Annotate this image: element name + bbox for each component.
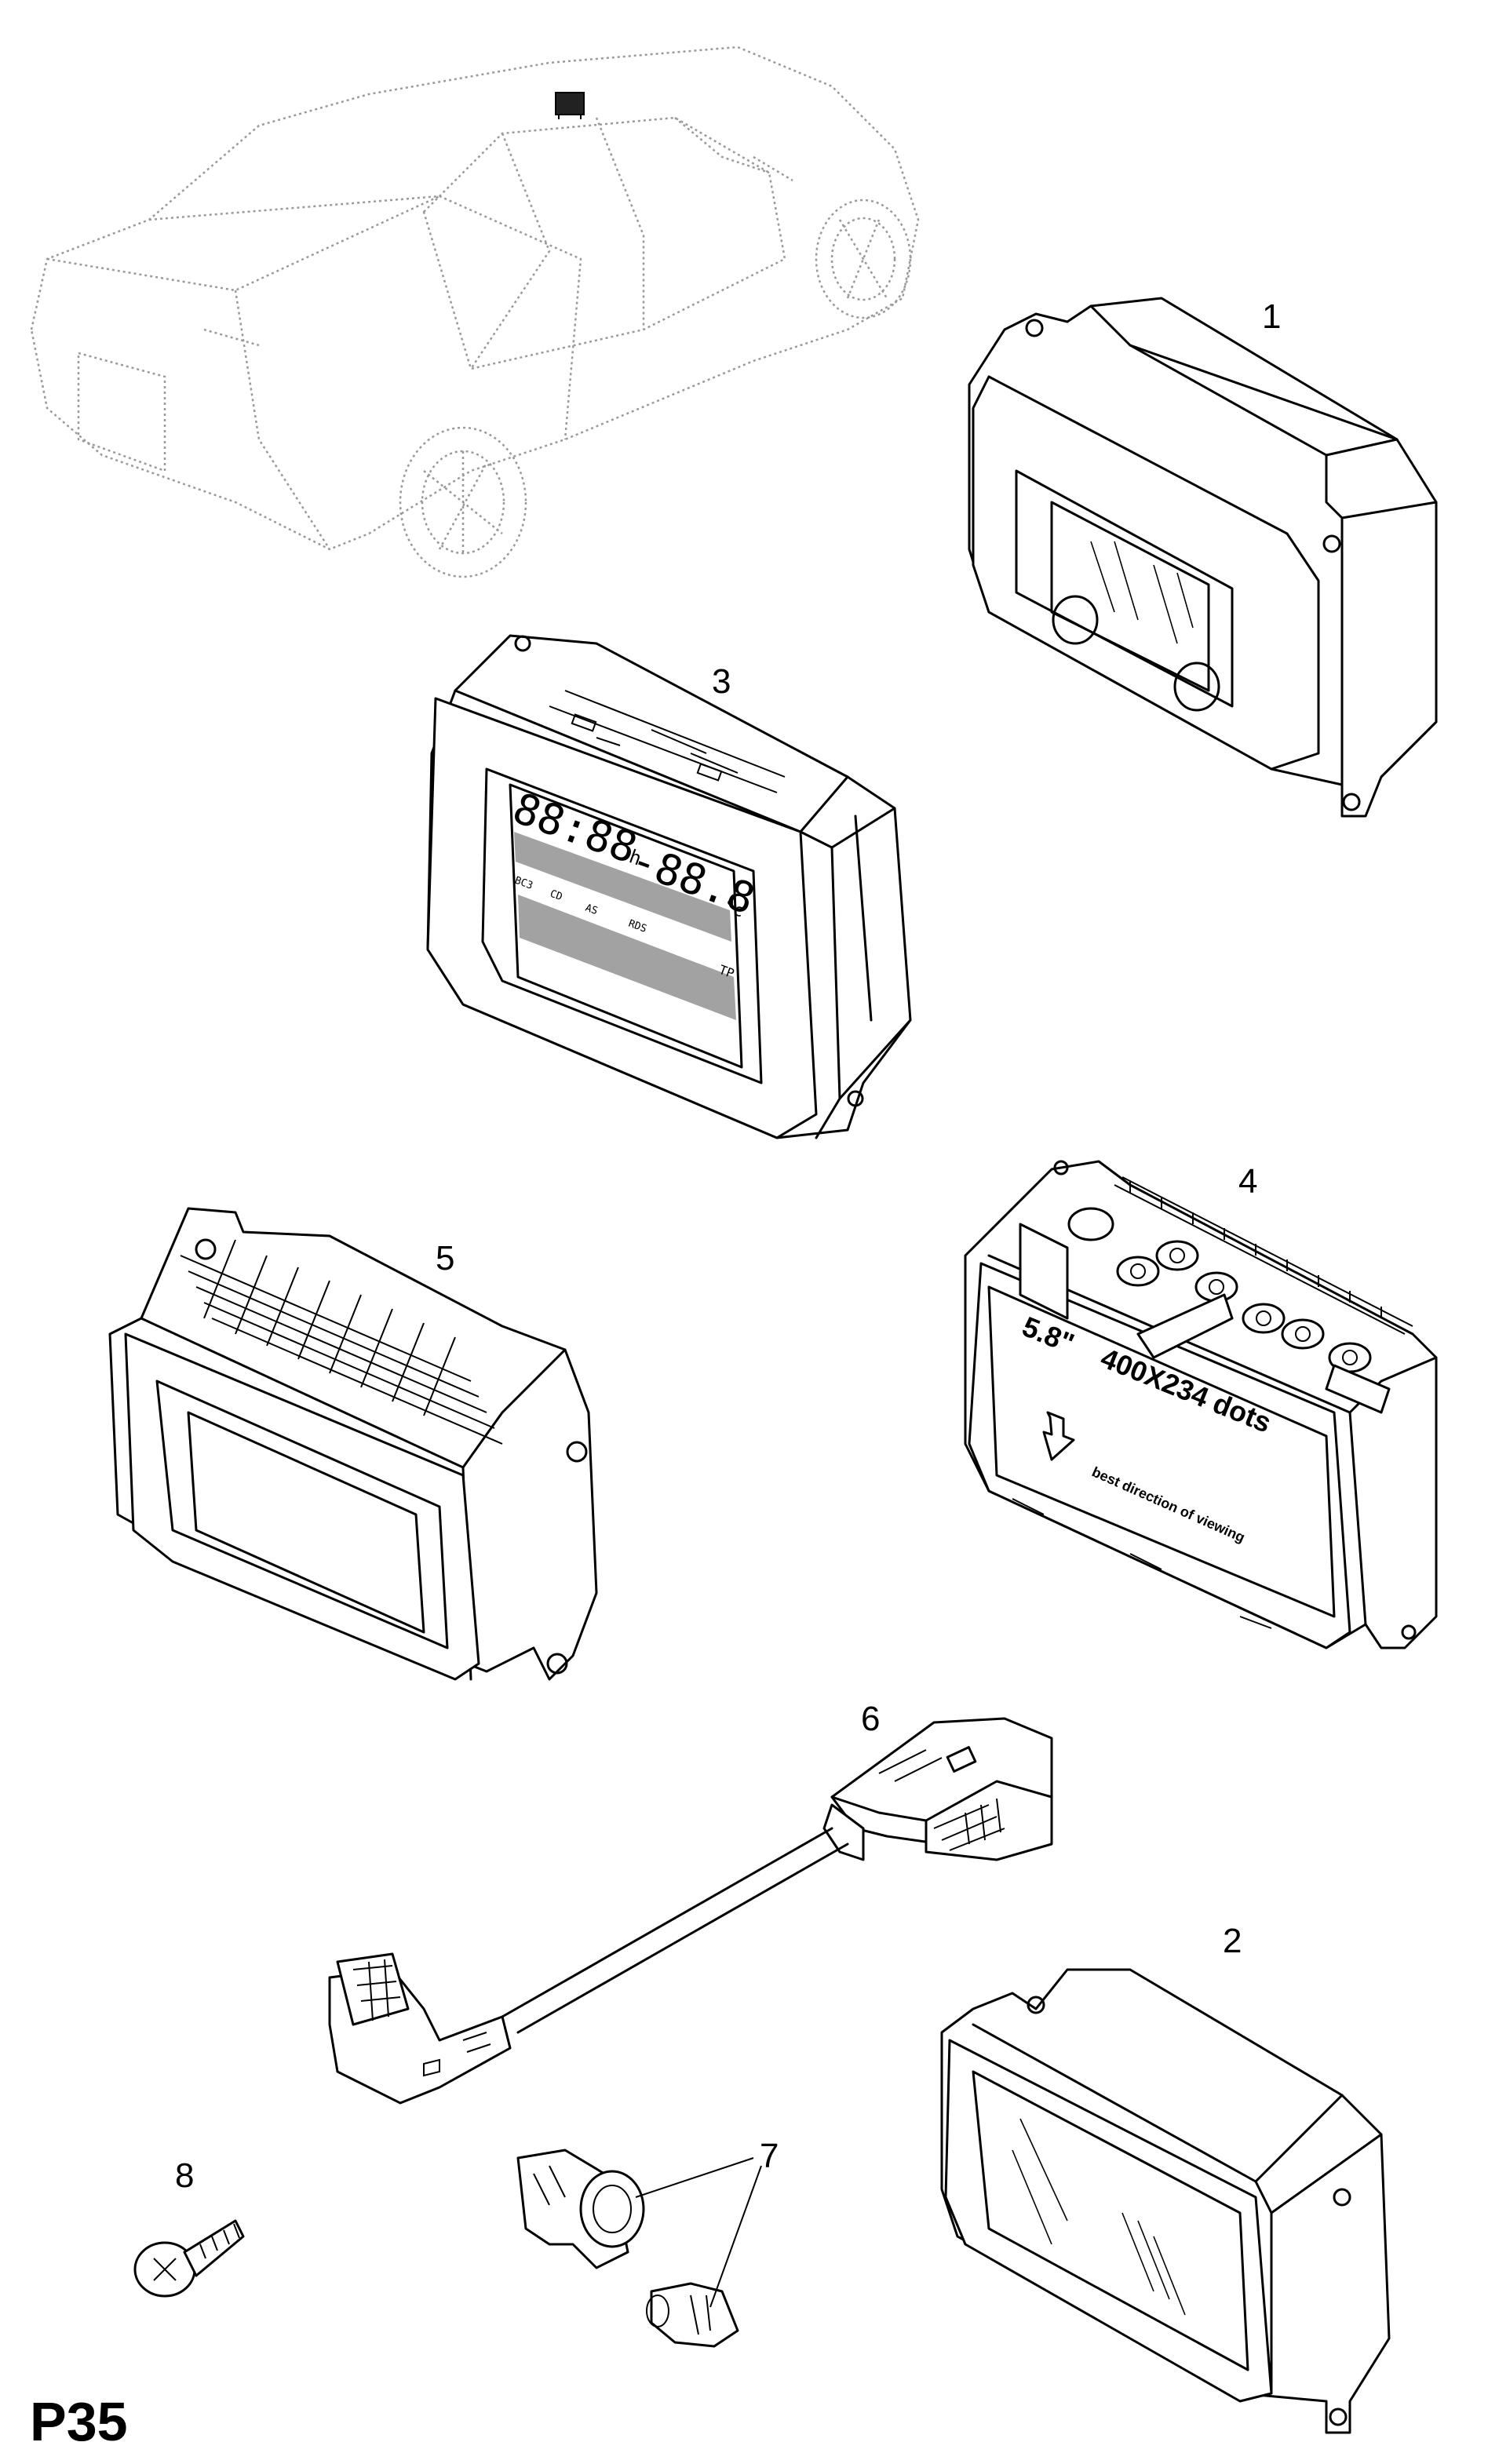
callout-3: 3 bbox=[712, 662, 731, 701]
part-2-housing-cover bbox=[940, 1968, 1391, 2434]
callout-2: 2 bbox=[1223, 1922, 1242, 1960]
arrow-down-icon bbox=[1042, 1411, 1075, 1461]
part-6-cable-harness bbox=[328, 1717, 1053, 2105]
callout-6: 6 bbox=[861, 1700, 880, 1738]
lcd-indicator-2: CD bbox=[549, 888, 564, 904]
callout-1: 1 bbox=[1262, 297, 1281, 336]
callout-7: 7 bbox=[760, 2137, 779, 2175]
part-7-bulb-holder bbox=[516, 2149, 739, 2348]
part-5-ribbed-module bbox=[108, 1207, 598, 1681]
callout-8: 8 bbox=[175, 2156, 194, 2195]
callout-5: 5 bbox=[436, 1239, 454, 1278]
lcd-indicator-3: AS bbox=[584, 902, 600, 917]
callout-4: 4 bbox=[1238, 1162, 1257, 1201]
part-8-screw bbox=[133, 2219, 245, 2298]
page-code: P35 bbox=[30, 2391, 128, 2452]
leader-lines bbox=[635, 2157, 762, 2308]
part-4-tft-display: 5.8" 400X234 dots best direction of view… bbox=[964, 1160, 1438, 1649]
vehicle-outline bbox=[30, 46, 920, 578]
part-3-lcd-display: 88:88 h -88.8 °c BC3 CD AS RDS TP bbox=[426, 634, 912, 1139]
part-1-display-housing bbox=[968, 297, 1438, 818]
